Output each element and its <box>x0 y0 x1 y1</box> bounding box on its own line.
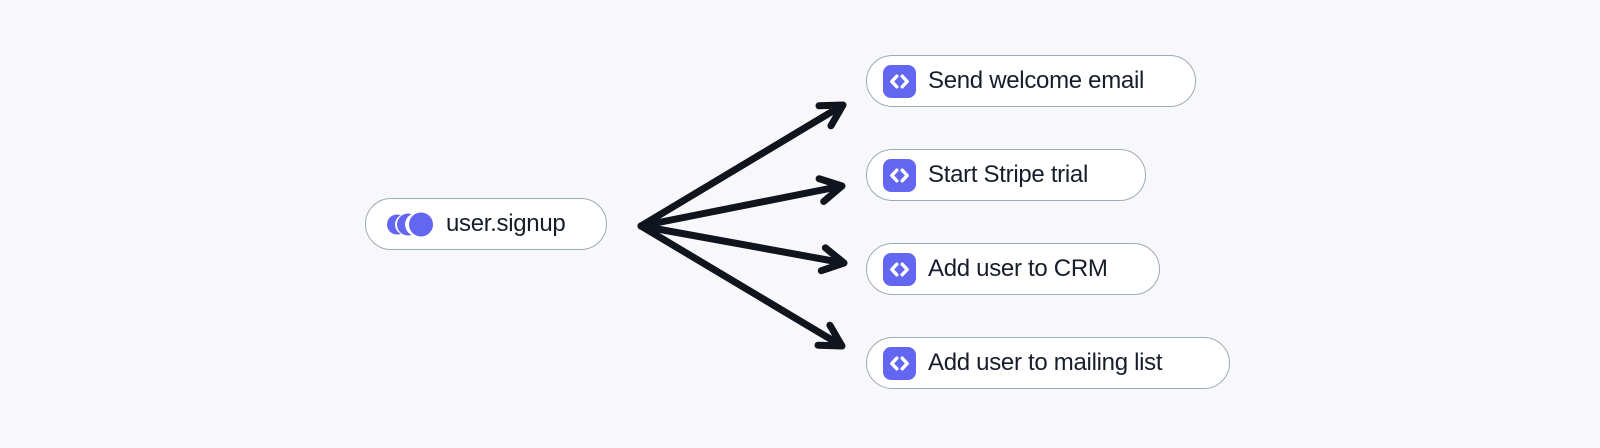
code-icon <box>883 346 916 380</box>
function-node-label: Send welcome email <box>928 67 1145 94</box>
function-node-send-welcome-email: Send welcome email <box>866 55 1196 107</box>
function-node-add-user-to-crm: Add user to CRM <box>866 243 1160 295</box>
function-node-start-stripe-trial: Start Stripe trial <box>866 149 1146 201</box>
code-icon <box>883 158 916 192</box>
event-pulse-icon <box>387 210 433 239</box>
function-node-label: Start Stripe trial <box>928 161 1088 188</box>
event-node-label: user.signup <box>446 210 566 237</box>
event-node-user-signup: user.signup <box>365 198 607 250</box>
function-node-add-user-to-mailing-list: Add user to mailing list <box>866 337 1230 389</box>
code-icon <box>883 252 916 286</box>
function-node-label: Add user to mailing list <box>928 349 1163 376</box>
function-node-label: Add user to CRM <box>928 255 1108 282</box>
code-icon <box>883 64 916 98</box>
